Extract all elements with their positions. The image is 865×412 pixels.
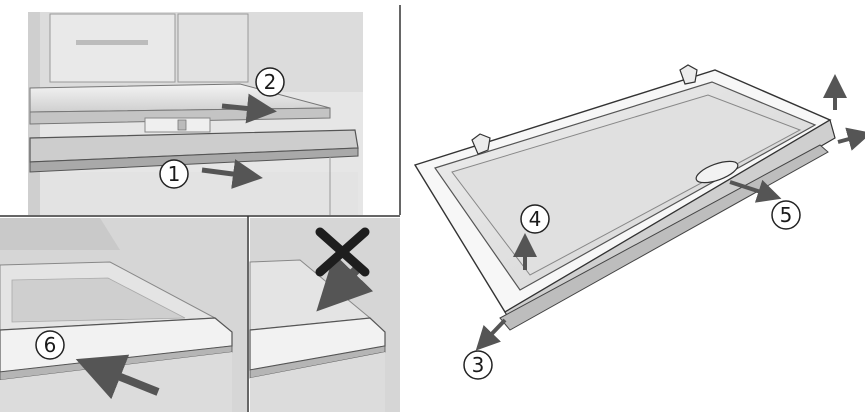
step-badge-3: 3 xyxy=(463,350,493,380)
arrow-step-3 xyxy=(475,318,507,351)
panel-right: 4 5 3 xyxy=(413,64,865,380)
step-badge-2: 2 xyxy=(255,67,285,97)
arrow-right xyxy=(837,127,865,151)
step-number-5: 5 xyxy=(780,203,793,227)
cross-icon xyxy=(315,227,370,277)
arrow-step-1 xyxy=(201,159,263,189)
panel-bottom-middle xyxy=(249,218,400,412)
step-number-6: 6 xyxy=(44,333,57,357)
step-badge-4: 4 xyxy=(520,204,550,234)
arrow-step-2 xyxy=(221,93,277,124)
step-number-4: 4 xyxy=(529,207,542,231)
step-number-3: 3 xyxy=(472,353,485,377)
step-number-1: 1 xyxy=(168,162,181,186)
panel-top-left: 2 1 xyxy=(28,12,363,215)
arrow-wrong-direction xyxy=(316,253,374,312)
panel-bottom-left: 6 xyxy=(0,218,247,412)
step-badge-6: 6 xyxy=(35,330,65,360)
arrow-step-5 xyxy=(729,179,782,203)
step-badge-1: 1 xyxy=(159,159,189,189)
arrow-step-6 xyxy=(75,354,160,400)
step-number-2: 2 xyxy=(264,70,277,94)
step-badge-5: 5 xyxy=(771,200,801,230)
